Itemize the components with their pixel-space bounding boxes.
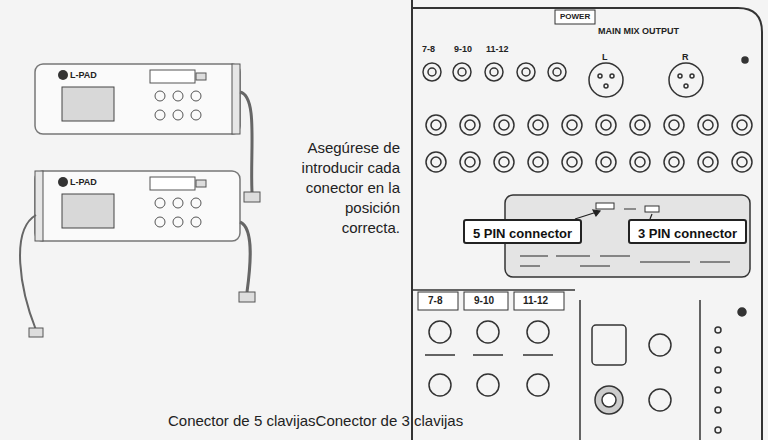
panel-label: R (682, 52, 689, 62)
callout-text: 3 PIN connector (638, 226, 737, 241)
panel-label: 7-8 (422, 44, 435, 54)
panel-label: 7-8 (428, 295, 442, 307)
instruction-note: Asegúrese de introducir cada conector en… (296, 138, 400, 238)
panel-label: L (602, 52, 608, 62)
panel-label: L-PAD (70, 177, 97, 187)
panel-label: 11-12 (523, 295, 548, 307)
panel-label: L-PAD (70, 70, 97, 80)
panel-label: 9-10 (454, 44, 472, 54)
mixer-panel (412, 0, 762, 440)
callout-text: 5 PIN connector (473, 226, 572, 241)
connector-callout-box: 5 PIN connector (463, 219, 582, 244)
panel-label: 9-10 (474, 295, 494, 307)
panel-label: MAIN MIX OUTPUT (598, 26, 679, 36)
figure-caption: Conector de 5 clavijasConector de 3 clav… (168, 412, 463, 429)
panel-label: POWER (560, 12, 590, 21)
connector-callout-box: 3 PIN connector (628, 219, 747, 244)
lpad-module (20, 171, 255, 337)
panel-label: 11-12 (486, 44, 509, 54)
